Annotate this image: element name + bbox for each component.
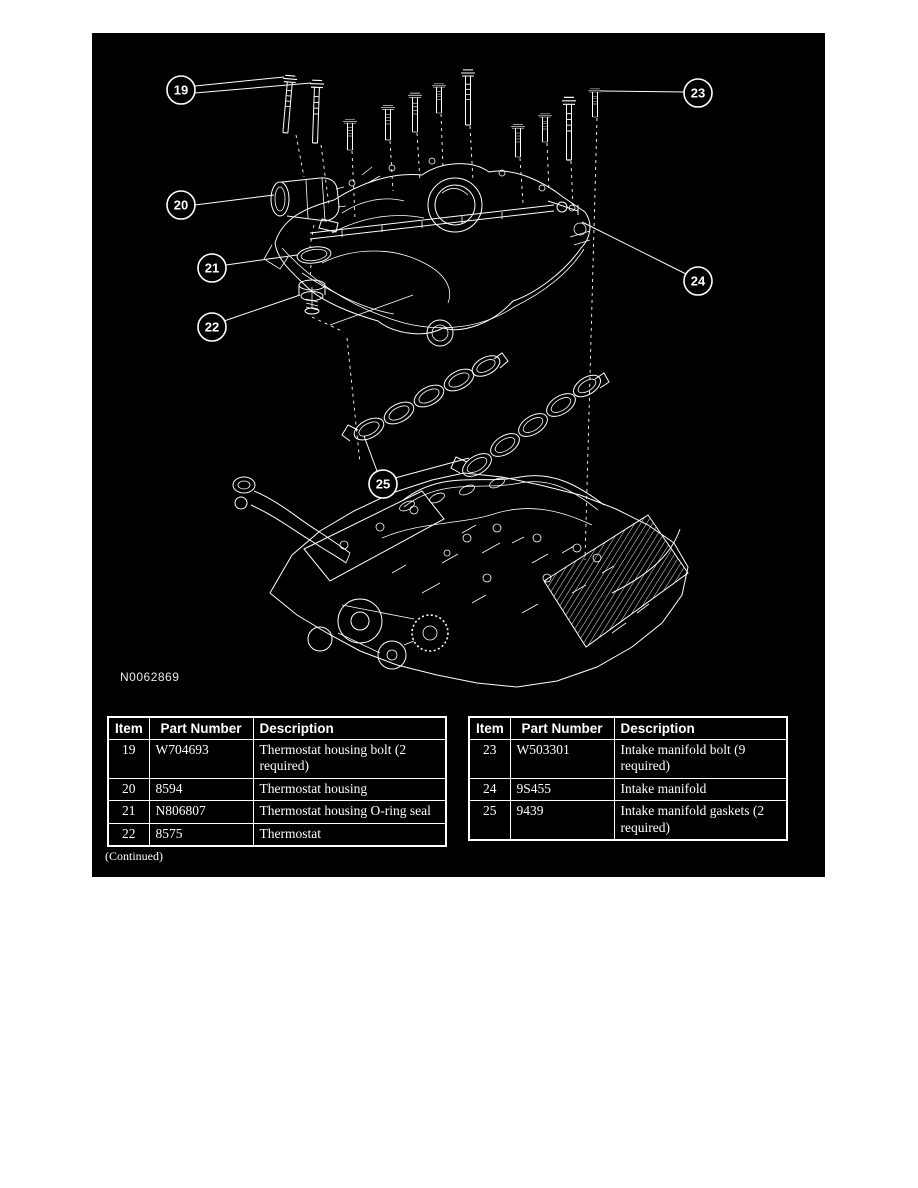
column-header-part-number: Part Number	[148, 716, 254, 740]
gasket-drawings	[341, 352, 610, 477]
svg-text:25: 25	[376, 477, 390, 492]
part-number-cell: 9439	[509, 800, 615, 841]
column-header-description: Description	[613, 716, 788, 740]
table-row: 25 9439 Intake manifold gaskets (2 requi…	[468, 800, 788, 841]
item-cell: 24	[468, 777, 511, 802]
thermostat-drawing	[298, 224, 345, 333]
callout-25: 25	[368, 469, 398, 499]
callout-24: 24	[683, 266, 713, 296]
table-header-row: Item Part Number Description	[107, 716, 447, 740]
thermostat-bolt-drawings	[277, 74, 330, 206]
description-cell: Intake manifold bolt (9 required)	[613, 739, 788, 779]
engine-drawing	[232, 472, 689, 688]
table-row: 22 8575 Thermostat	[107, 822, 447, 847]
continued-note: (Continued)	[105, 849, 163, 863]
description-cell: Intake manifold gaskets (2 required)	[613, 800, 788, 841]
item-cell: 19	[107, 739, 150, 779]
part-number-cell: 9S455	[509, 777, 615, 802]
item-cell: 21	[107, 800, 150, 824]
table-row: 19 W704693 Thermostat housing bolt (2 re…	[107, 739, 447, 779]
item-cell: 23	[468, 739, 511, 779]
part-number-cell: W503301	[509, 739, 615, 779]
svg-text:23: 23	[691, 86, 705, 101]
callout-23: 23	[683, 78, 713, 108]
table-header-row: Item Part Number Description	[468, 716, 788, 740]
description-cell: Thermostat housing bolt (2 required)	[252, 739, 447, 779]
table-row: 21 N806807 Thermostat housing O-ring sea…	[107, 800, 447, 824]
svg-text:22: 22	[205, 320, 219, 335]
svg-text:21: 21	[205, 261, 219, 276]
parts-table-right: Item Part Number Description 23 W503301 …	[468, 716, 788, 842]
callout-20: 20	[166, 190, 196, 220]
column-header-description: Description	[252, 716, 447, 740]
description-cell: Intake manifold	[613, 777, 788, 802]
table-row: 20 8594 Thermostat housing	[107, 777, 447, 802]
callout-22: 22	[197, 312, 227, 342]
exploded-diagram: 19 20 21 22 23 24 25	[166, 69, 713, 688]
o-ring-drawing	[296, 246, 332, 264]
part-number-cell: W704693	[148, 739, 254, 779]
column-header-part-number: Part Number	[509, 716, 615, 740]
item-cell: 25	[468, 800, 511, 841]
svg-text:24: 24	[691, 274, 706, 289]
callout-21: 21	[197, 253, 227, 283]
table-row: 24 9S455 Intake manifold	[468, 777, 788, 802]
thermostat-housing-drawing	[270, 177, 347, 233]
parts-table-left: Item Part Number Description 19 W704693 …	[107, 716, 447, 848]
part-number-cell: 8575	[148, 822, 254, 847]
column-header-item: Item	[468, 716, 511, 740]
manifold-bolt-drawings	[342, 69, 603, 561]
column-header-item: Item	[107, 716, 150, 740]
intake-manifold-drawing	[263, 157, 591, 464]
figure-id-label: N0062869	[120, 670, 180, 684]
figure-panel: 19 20 21 22 23 24 25 N0062869	[92, 33, 825, 877]
table-row: 23 W503301 Intake manifold bolt (9 requi…	[468, 739, 788, 779]
part-number-cell: N806807	[148, 800, 254, 824]
part-number-cell: 8594	[148, 777, 254, 802]
callout-19: 19	[166, 75, 196, 105]
svg-text:20: 20	[174, 198, 188, 213]
description-cell: Thermostat	[252, 822, 447, 847]
description-cell: Thermostat housing	[252, 777, 447, 802]
callout-leader-lines	[194, 76, 687, 479]
item-cell: 22	[107, 822, 150, 847]
svg-text:19: 19	[174, 83, 188, 98]
item-cell: 20	[107, 777, 150, 802]
description-cell: Thermostat housing O-ring seal	[252, 800, 447, 824]
